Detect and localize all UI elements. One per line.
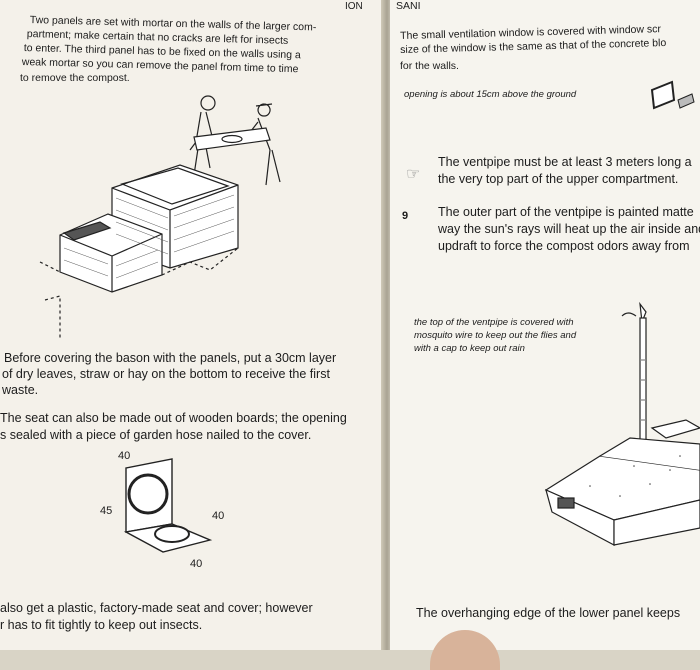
right-header-fragment: SANI <box>396 0 421 12</box>
opening-note: opening is about 15cm above the ground <box>404 89 577 100</box>
step-number: 9 <box>402 210 409 222</box>
intro-line: to remove the compost. <box>20 72 130 84</box>
painted-line: updraft to force the compost odors away … <box>438 239 690 253</box>
left-page: ION Two panels are set with mortar on th… <box>0 0 384 650</box>
dimension-left: 45 <box>100 505 113 517</box>
painted-line: way the sun's rays will heat up the air … <box>438 222 700 236</box>
bason-line: waste. <box>2 383 39 397</box>
ventpipe-line: The ventpipe must be at least 3 meters l… <box>438 155 692 169</box>
dimension-top: 40 <box>118 450 131 462</box>
window-line: for the walls. <box>400 60 459 72</box>
dimension-right: 40 <box>212 510 225 522</box>
plastic-line: also get a plastic, factory-made seat an… <box>0 601 313 615</box>
pointing-hand-icon: ☞ <box>406 166 421 183</box>
bason-line: Before covering the bason with the panel… <box>4 351 337 365</box>
seat-line: The seat can also be made out of wooden … <box>0 411 347 425</box>
right-page: SANI The small ventilation window is cov… <box>390 0 700 650</box>
cap-note-line: with a cap to keep out rain <box>414 343 525 354</box>
overhang-line: The overhanging edge of the lower panel … <box>416 606 681 620</box>
compost-chamber-illustration <box>39 95 281 340</box>
painted-line: The outer part of the ventpipe is painte… <box>438 205 694 219</box>
dimension-bottom: 40 <box>190 558 203 570</box>
cap-note-line: the top of the ventpipe is covered with <box>414 317 574 328</box>
seat-line: s sealed with a piece of garden hose nai… <box>0 428 312 442</box>
left-header-fragment: ION <box>345 1 363 12</box>
ventilation-window-sketch <box>650 80 695 110</box>
ventpipe-line: the very top part of the upper compartme… <box>438 172 679 186</box>
plastic-line: r has to fit tightly to keep out insects… <box>0 618 203 632</box>
bason-line: of dry leaves, straw or hay on the botto… <box>2 367 330 381</box>
cap-note-line: mosquito wire to keep out the flies and <box>414 330 577 341</box>
